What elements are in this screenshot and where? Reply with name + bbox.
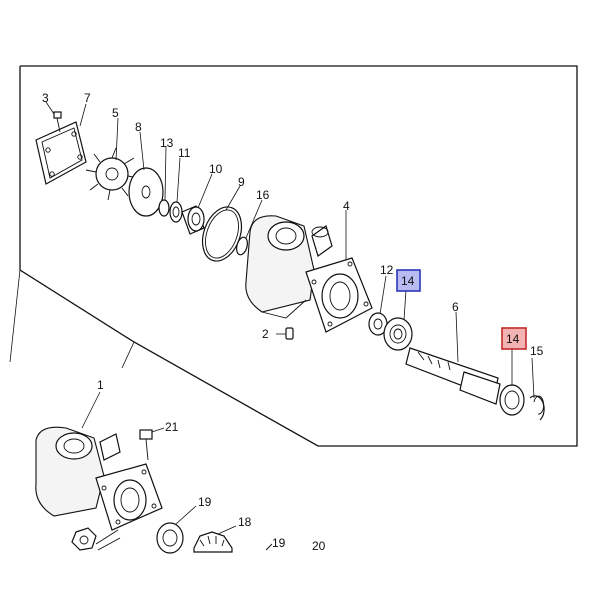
part-1-pump-assembly <box>35 426 163 531</box>
part-14-bearing-lower <box>499 384 525 416</box>
part-16-o-ring <box>236 236 248 256</box>
part-7-cover-plate <box>35 121 87 185</box>
part-8-gasket <box>128 167 164 217</box>
callout-13: 13 <box>160 136 174 150</box>
callout-4: 4 <box>343 199 350 213</box>
callout-12: 12 <box>380 263 394 277</box>
callout-16: 16 <box>256 188 270 202</box>
callout-8: 8 <box>135 120 142 134</box>
part-18-gear <box>193 531 233 553</box>
lower-leader-lines <box>81 391 237 535</box>
part-nut <box>71 527 97 551</box>
callout-14-upper: 14 <box>401 274 415 288</box>
callout-20: 20 <box>312 539 326 553</box>
detail-frame-leader-top <box>9 269 21 363</box>
callout-3: 3 <box>42 91 49 105</box>
callout-6: 6 <box>452 300 459 314</box>
part-shaft-lower <box>95 529 121 551</box>
callout-21: 21 <box>165 420 179 434</box>
part-4-pump-housing <box>245 215 373 333</box>
callout-18: 18 <box>238 515 252 529</box>
part-13-ring <box>158 199 170 217</box>
part-11-ring <box>169 201 183 223</box>
part-6-shaft <box>405 347 501 405</box>
callout-2: 2 <box>262 327 269 341</box>
part-15-snap-ring <box>529 395 545 421</box>
part-19-screw <box>265 543 273 551</box>
part-10-seal <box>181 205 205 235</box>
callout-9: 9 <box>238 175 245 189</box>
part-3-screw <box>53 111 62 133</box>
highlight-box-red <box>501 327 527 350</box>
detail-frame-leader-bottom <box>121 341 135 369</box>
part-2-pin <box>285 327 294 340</box>
part-14-bearing-upper <box>383 317 413 351</box>
callout-19-bearing: 19 <box>198 495 212 509</box>
callout-11: 11 <box>178 146 191 160</box>
part-5-impeller <box>85 147 139 201</box>
callout-5: 5 <box>112 106 119 120</box>
callout-15: 15 <box>530 344 544 358</box>
upper-leader-lines <box>45 101 535 399</box>
highlight-box-blue <box>396 269 421 292</box>
callout-10: 10 <box>209 162 223 176</box>
callout-14-lower: 14 <box>506 332 520 346</box>
callout-7: 7 <box>84 91 91 105</box>
part-9-o-ring <box>201 206 243 262</box>
callout-19-screw: 19 <box>272 536 286 550</box>
callout-1: 1 <box>97 378 104 392</box>
part-19-bearing <box>156 522 184 554</box>
part-21-bolt <box>139 429 153 461</box>
